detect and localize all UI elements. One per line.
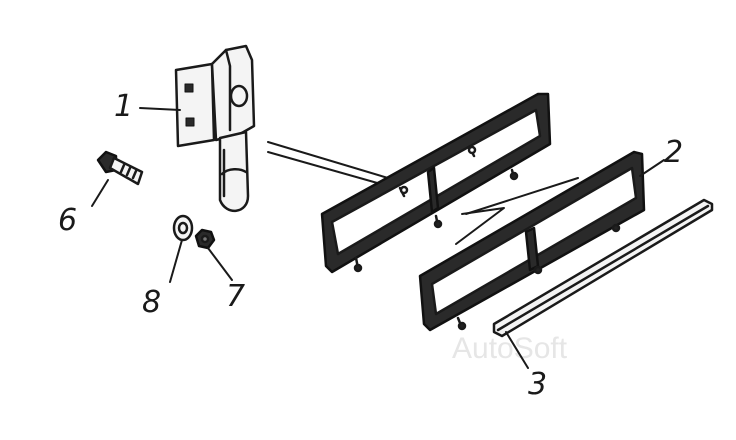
part-1-bracket <box>174 44 256 212</box>
callout-2: 2 <box>664 135 683 170</box>
callout-3: 3 <box>528 367 547 402</box>
callout-1: 1 <box>114 89 133 124</box>
part-8-washer <box>172 214 194 242</box>
part-2-lower-frame <box>418 150 646 332</box>
callout-7: 7 <box>226 279 245 314</box>
part-7-nut <box>194 228 216 250</box>
assembly-guide-lines <box>267 141 389 187</box>
callout-6: 6 <box>58 203 77 238</box>
part-3-seal-strip <box>492 198 714 338</box>
callout-8: 8 <box>142 285 161 320</box>
upper-panel-frame <box>320 92 552 274</box>
part-6-bolt <box>96 150 144 186</box>
assembly-arrow <box>455 177 579 245</box>
callout-leaders <box>91 107 665 369</box>
